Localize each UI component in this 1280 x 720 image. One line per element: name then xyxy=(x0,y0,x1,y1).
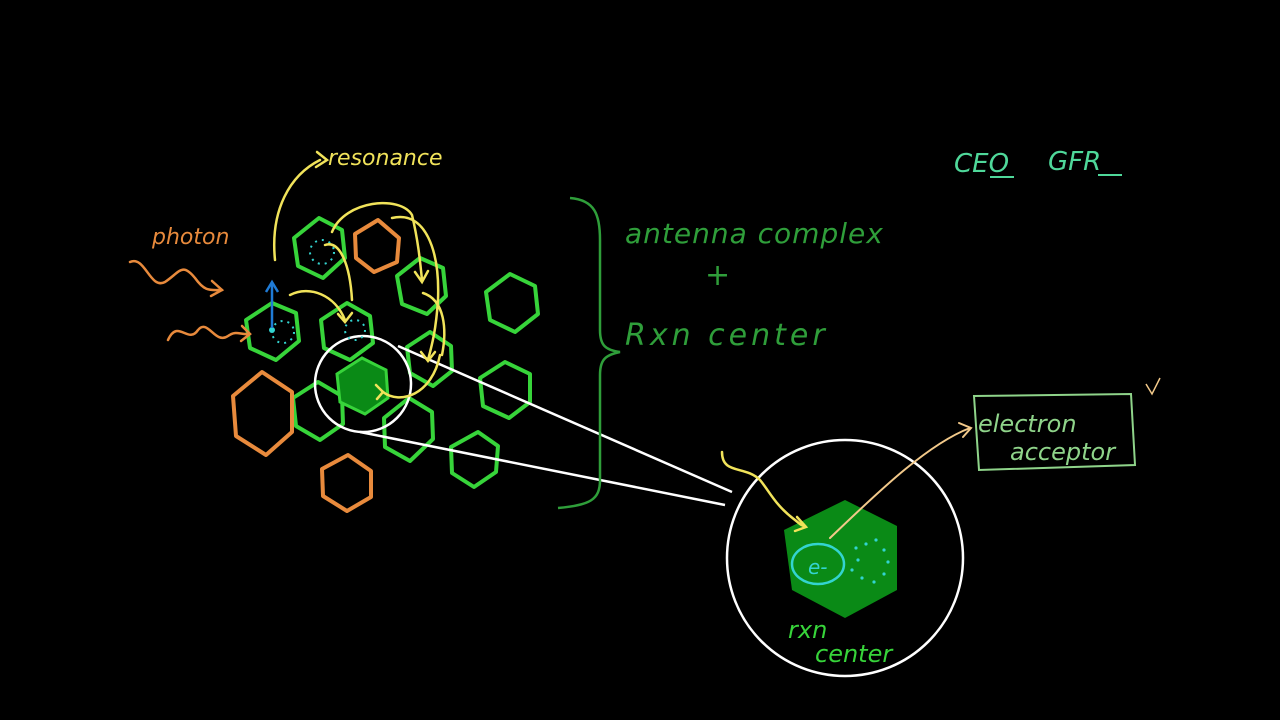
electron-acceptor-label-2: acceptor xyxy=(1010,438,1117,466)
reaction-center-large xyxy=(784,500,897,618)
photon-to-rxn-center xyxy=(720,450,809,533)
zoom-circle-large xyxy=(725,438,965,678)
pigment-hexagon xyxy=(484,272,540,334)
accessory-pigments xyxy=(231,218,401,513)
accessory-hexagon xyxy=(231,370,294,457)
excitation-arrow xyxy=(264,279,280,328)
gfr-label: GFR xyxy=(1048,147,1101,177)
pigment-hexagon xyxy=(244,301,301,362)
pigment-hexagon xyxy=(478,360,532,420)
curly-brace xyxy=(557,196,621,510)
pigment-hexagon xyxy=(449,430,500,489)
accessory-hexagon xyxy=(353,218,401,274)
pigment-hexagon xyxy=(382,396,435,463)
rxn-center-zoom-label-2: center xyxy=(815,640,894,668)
stray-mark xyxy=(1145,377,1161,396)
ceo-label: CEO xyxy=(954,149,1009,179)
resonance-label: resonance xyxy=(328,146,443,171)
photon-squiggles xyxy=(128,259,252,343)
electron-acceptor-box xyxy=(972,392,1137,472)
pigment-hexagon xyxy=(319,301,375,362)
electron-transfer-arrow xyxy=(829,422,973,539)
excited-electron-dot xyxy=(269,327,275,333)
antenna-complex-label: antenna complex xyxy=(625,217,884,250)
plus-label: + xyxy=(705,258,730,293)
photon-label: photon xyxy=(151,225,229,250)
pigment-hexagon xyxy=(291,380,345,442)
rxn-center-label: Rxn center xyxy=(625,318,829,353)
electron-circle xyxy=(790,542,846,586)
electron-acceptor-label-1: electron xyxy=(978,410,1077,438)
excitation-dots xyxy=(271,239,366,344)
pigment-hexagon xyxy=(405,330,454,388)
rxn-center-zoom-label-1: rxn xyxy=(788,616,827,644)
reaction-center-small xyxy=(335,356,390,416)
resonance-arrows xyxy=(273,158,446,399)
pigment-hexagon xyxy=(395,256,448,316)
electron-symbol: e- xyxy=(808,555,828,579)
pigment-hexagon xyxy=(292,216,347,280)
excitation-dots-large xyxy=(850,538,890,584)
accessory-hexagon xyxy=(320,453,373,513)
zoom-lines xyxy=(359,344,733,507)
antenna-pigments xyxy=(244,216,540,489)
resonance-arrowheads xyxy=(314,150,437,401)
